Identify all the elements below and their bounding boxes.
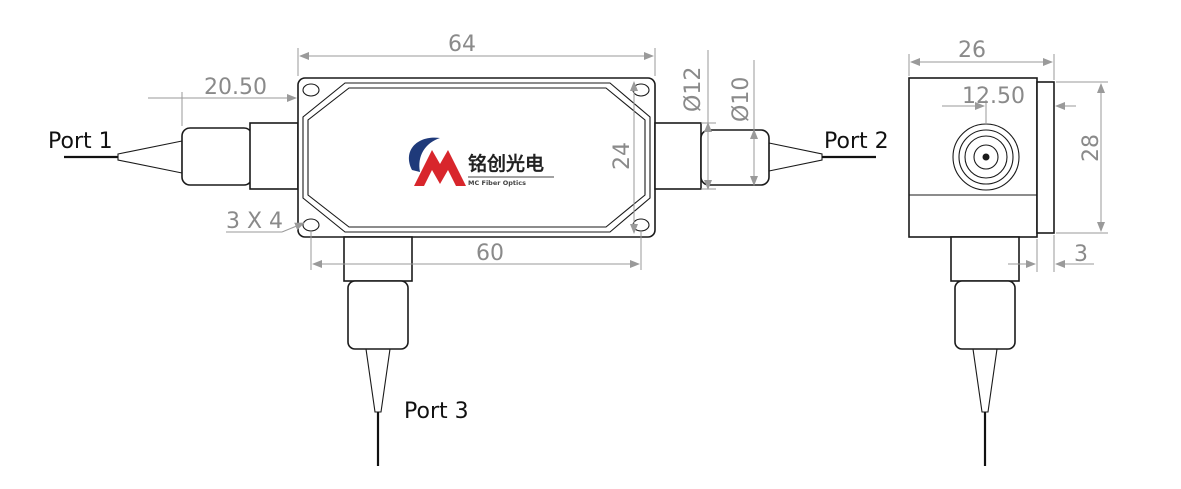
port3-tube: [347, 280, 409, 350]
logo-swoosh-icon: [408, 137, 440, 172]
side-flange: [1036, 81, 1055, 234]
dim-height-24: 24: [610, 142, 635, 170]
housing-bevel-outer: [302, 82, 651, 233]
dim-side-height-28: 28: [1079, 134, 1104, 162]
port1-collar: [249, 122, 299, 190]
port1-tube: [181, 127, 253, 186]
port3-collar: [343, 236, 413, 282]
port3-label: Port 3: [404, 399, 469, 424]
dim-side-width-26: 26: [958, 38, 986, 63]
dim-diameter-10: Ø10: [729, 77, 754, 122]
mount-hole-top-left: [302, 83, 320, 97]
port1-label: Port 1: [48, 129, 113, 154]
dim-length-64: 64: [448, 32, 476, 57]
front-view: 铭创光电 MC Fiber Optics 64 20.50 Ø12 Ø10 24…: [48, 32, 889, 466]
dim-diameter-12: Ø12: [681, 67, 706, 112]
company-logo: 铭创光电 MC Fiber Optics: [408, 137, 554, 187]
logo-mountain-icon: [414, 150, 466, 186]
port2-label: Port 2: [824, 129, 889, 154]
side-view: 26 12.50 28 3: [908, 38, 1108, 466]
logo-english-name: MC Fiber Optics: [468, 179, 526, 187]
side-port3-tube: [954, 280, 1016, 350]
side-port3-collar: [950, 236, 1020, 282]
dim-side-3: 3: [1074, 242, 1088, 267]
logo-chinese-name: 铭创光电: [468, 152, 544, 175]
port2-boot: [768, 142, 823, 172]
side-port-core: [982, 153, 990, 161]
dim-side-center-12-50: 12.50: [962, 84, 1025, 109]
port3-boot: [365, 348, 391, 413]
port2-tube: [700, 129, 770, 186]
port1-boot: [117, 140, 183, 174]
housing-bevel-inner: [307, 87, 646, 228]
side-housing: [908, 77, 1038, 238]
dim-spacing-60: 60: [476, 241, 504, 266]
dim-offset-20-50: 20.50: [204, 75, 267, 100]
dim-holes-3x4: 3 X 4: [226, 209, 283, 234]
port2-collar: [654, 122, 702, 190]
side-port3-boot: [972, 348, 998, 413]
